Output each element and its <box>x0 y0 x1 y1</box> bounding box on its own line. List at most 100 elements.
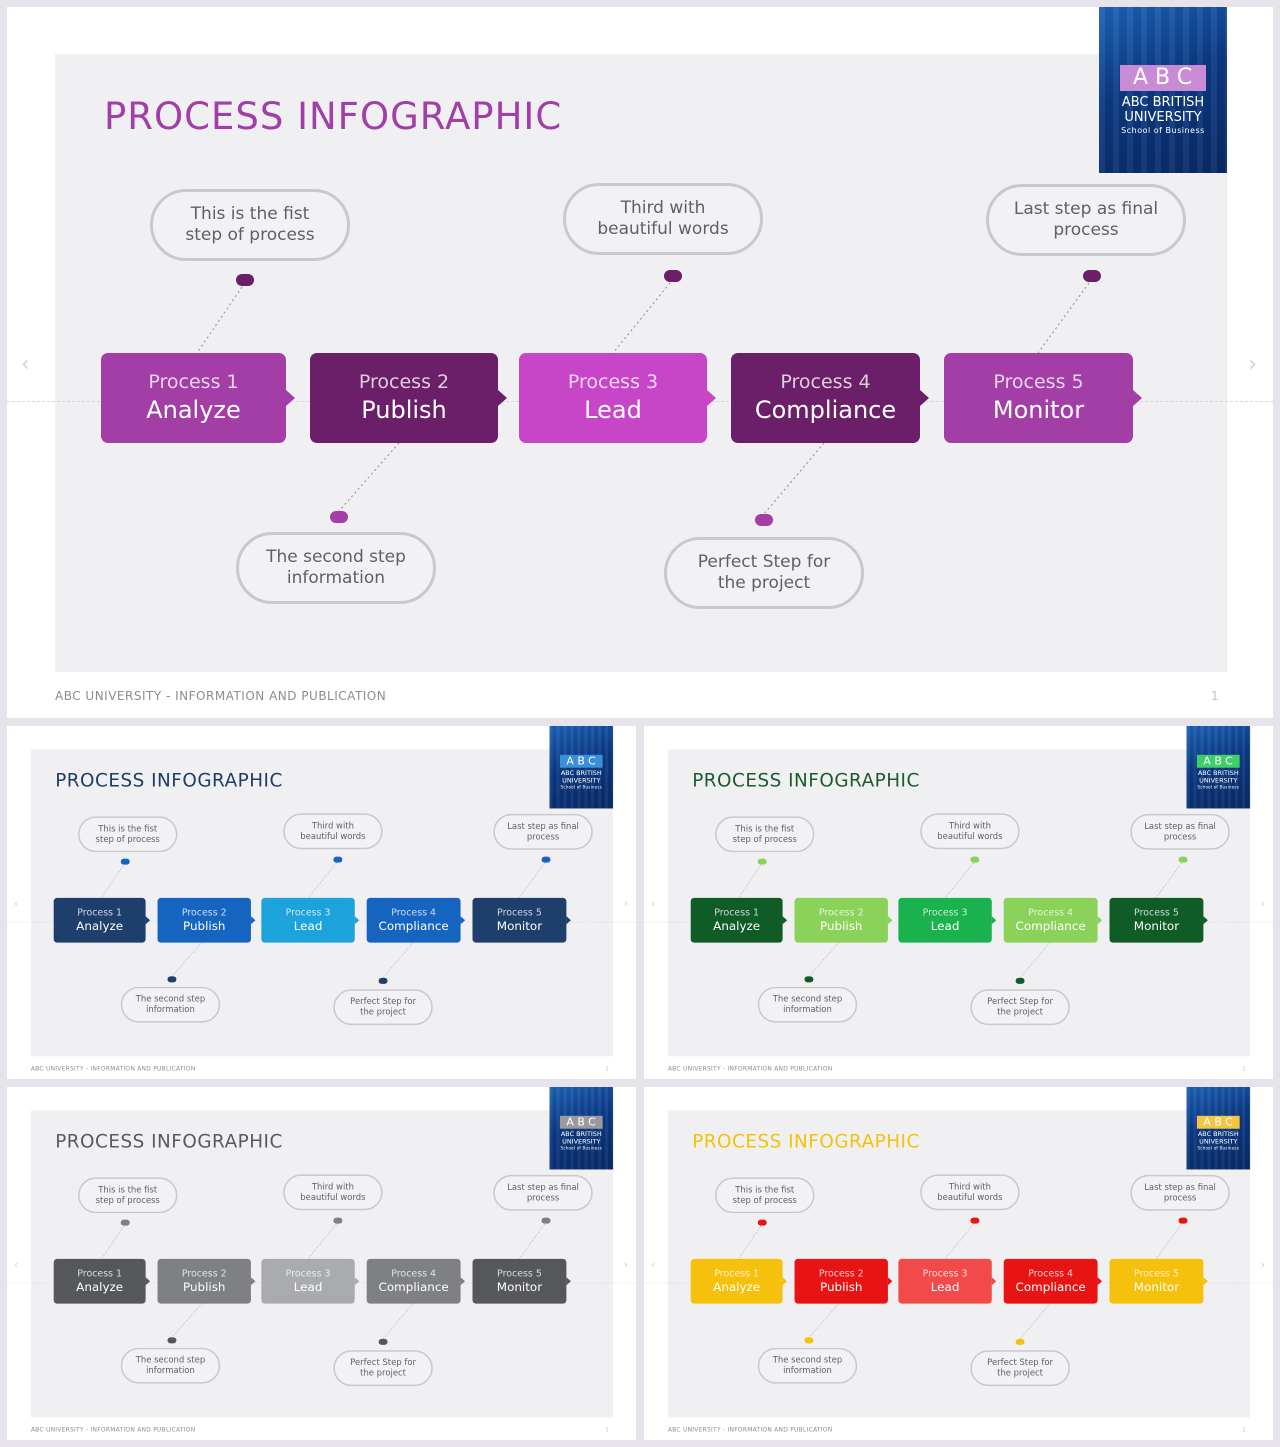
logo-line-3: School of Business <box>560 785 603 790</box>
slide-thumbnail-main[interactable]: ‹ › PROCESS INFOGRAPHIC ABC ABC BRITISH … <box>7 7 1273 718</box>
logo-line-2: UNIVERSITY <box>1199 777 1238 785</box>
connector-line <box>101 1225 124 1260</box>
process-number: Process 5 <box>497 906 542 918</box>
callout-bubble: The second step information <box>757 1347 858 1384</box>
chevron-right-icon[interactable]: › <box>623 1258 628 1271</box>
chevron-left-icon[interactable]: ‹ <box>650 897 656 910</box>
chevron-left-icon[interactable]: ‹ <box>650 1258 656 1271</box>
logo-line-1: ABC BRITISH <box>560 1130 602 1139</box>
process-step-4: Process 4 Compliance <box>366 897 466 943</box>
process-name: Compliance <box>754 396 897 424</box>
connector-dot <box>970 856 980 863</box>
connector-dot <box>541 1217 551 1224</box>
connector-line <box>944 862 974 899</box>
university-logo: ABC ABC BRITISH UNIVERSITY School of Bus… <box>549 726 614 809</box>
logo-line-1: ABC BRITISH <box>1121 95 1205 110</box>
connector-dot <box>1178 856 1188 863</box>
connector-line <box>382 1303 414 1340</box>
process-step-4: Process 4 Compliance <box>366 1258 466 1304</box>
connector-dot <box>1015 977 1025 984</box>
process-number: Process 2 <box>818 1267 864 1279</box>
slide-thumbnail-blue[interactable]: ‹ › PROCESS INFOGRAPHIC ABC ABC BRITISH … <box>7 726 636 1079</box>
process-number: Process 3 <box>922 906 968 918</box>
process-step-3: Process 3 Lead <box>519 353 716 443</box>
connector-dot <box>1178 1217 1188 1224</box>
connector-line <box>738 1225 761 1260</box>
connector-line <box>171 942 202 977</box>
connector-dot <box>757 858 767 865</box>
callout-bubble: Third with beautiful words <box>283 1174 383 1211</box>
process-number: Process 5 <box>497 1267 542 1279</box>
process-step-5: Process 5 Monitor <box>944 353 1142 443</box>
connector-dot <box>167 976 177 983</box>
slide-thumbnail-gray[interactable]: ‹ › PROCESS INFOGRAPHIC ABC ABC BRITISH … <box>7 1087 636 1440</box>
process-number: Process 2 <box>358 371 450 393</box>
process-name: Monitor <box>992 396 1085 424</box>
process-name: Analyze <box>76 919 124 934</box>
connector-line <box>808 1303 839 1338</box>
callout-bubble: Third with beautiful words <box>563 183 763 255</box>
chevron-left-icon[interactable]: ‹ <box>13 1258 19 1271</box>
logo-letters: ABC <box>559 754 603 768</box>
slide-thumbnail-green[interactable]: ‹ › PROCESS INFOGRAPHIC ABC ABC BRITISH … <box>644 726 1273 1079</box>
process-name: Analyze <box>713 1280 761 1295</box>
process-name: Monitor <box>1133 1280 1180 1295</box>
page-number: 1 <box>1242 1064 1246 1072</box>
page-number: 1 <box>605 1425 609 1433</box>
slide-footer: ABC UNIVERSITY - INFORMATION AND PUBLICA… <box>30 1064 196 1072</box>
slide-footer: ABC UNIVERSITY - INFORMATION AND PUBLICA… <box>667 1064 833 1072</box>
process-step-2: Process 2 Publish <box>794 1258 893 1304</box>
process-step-5: Process 5 Monitor <box>472 897 571 943</box>
callout-bubble: The second step information <box>236 532 436 604</box>
process-step-1: Process 1 Analyze <box>690 1258 788 1304</box>
callout-bubble: This is the fist step of process <box>78 816 178 853</box>
chevron-right-icon[interactable]: › <box>623 897 628 910</box>
logo-letters: ABC <box>1196 754 1240 768</box>
chevron-right-icon[interactable]: › <box>1260 1258 1265 1271</box>
process-number: Process 4 <box>391 1267 437 1279</box>
chevron-right-icon[interactable]: › <box>1260 897 1265 910</box>
callout-bubble: The second step information <box>120 986 221 1023</box>
chevron-left-icon[interactable]: ‹ <box>13 897 19 910</box>
process-number: Process 1 <box>148 371 239 393</box>
process-step-4: Process 4 Compliance <box>1003 1258 1103 1304</box>
process-name: Publish <box>361 396 447 424</box>
process-step-5: Process 5 Monitor <box>1109 897 1208 943</box>
process-name: Compliance <box>1015 919 1086 934</box>
connector-dot <box>804 976 814 983</box>
connector-line <box>1155 1223 1182 1260</box>
chevron-right-icon[interactable]: › <box>1248 352 1257 377</box>
connector-lines <box>196 282 1090 515</box>
page-title: PROCESS INFOGRAPHIC <box>692 1130 920 1153</box>
process-step-2: Process 2 Publish <box>157 897 256 943</box>
page-title: PROCESS INFOGRAPHIC <box>692 769 920 792</box>
slide-thumbnail-yellow-red[interactable]: ‹ › PROCESS INFOGRAPHIC ABC ABC BRITISH … <box>644 1087 1273 1440</box>
process-number: Process 2 <box>181 906 227 918</box>
connector-line <box>307 862 337 899</box>
process-name: Compliance <box>378 1280 449 1295</box>
callout-bubble: The second step information <box>757 986 858 1023</box>
page-number: 1 <box>605 1064 609 1072</box>
callout-bubble: Perfect Step for the project <box>970 1350 1070 1387</box>
logo-letters: ABC <box>1120 65 1206 91</box>
process-number: Process 1 <box>714 1267 760 1279</box>
slide-stage: ‹ › PROCESS INFOGRAPHIC ABC ABC BRITISH … <box>644 1087 1273 1440</box>
callout-bubble: Perfect Step for the project <box>333 1350 433 1387</box>
connector-dot <box>757 1219 767 1226</box>
callout-bubble: Last step as final process <box>493 1174 593 1211</box>
connector-line <box>763 442 825 515</box>
callout-bubble: This is the fist step of process <box>150 189 350 261</box>
process-name: Monitor <box>496 919 543 934</box>
connector-line <box>518 1223 545 1260</box>
connector-dot <box>120 858 130 865</box>
chevron-left-icon[interactable]: ‹ <box>21 352 30 377</box>
page-number: 1 <box>1242 1425 1246 1433</box>
logo-line-3: School of Business <box>560 1146 603 1151</box>
logo-line-2: UNIVERSITY <box>1199 1138 1238 1146</box>
logo-line-3: School of Business <box>1197 1146 1240 1151</box>
callout-bubble: The second step information <box>120 1347 221 1384</box>
callout-bubble: Perfect Step for the project <box>664 537 864 609</box>
page-number: 1 <box>1211 689 1219 703</box>
process-step-4: Process 4 Compliance <box>731 353 929 443</box>
process-step-1: Process 1 Analyze <box>53 1258 151 1304</box>
